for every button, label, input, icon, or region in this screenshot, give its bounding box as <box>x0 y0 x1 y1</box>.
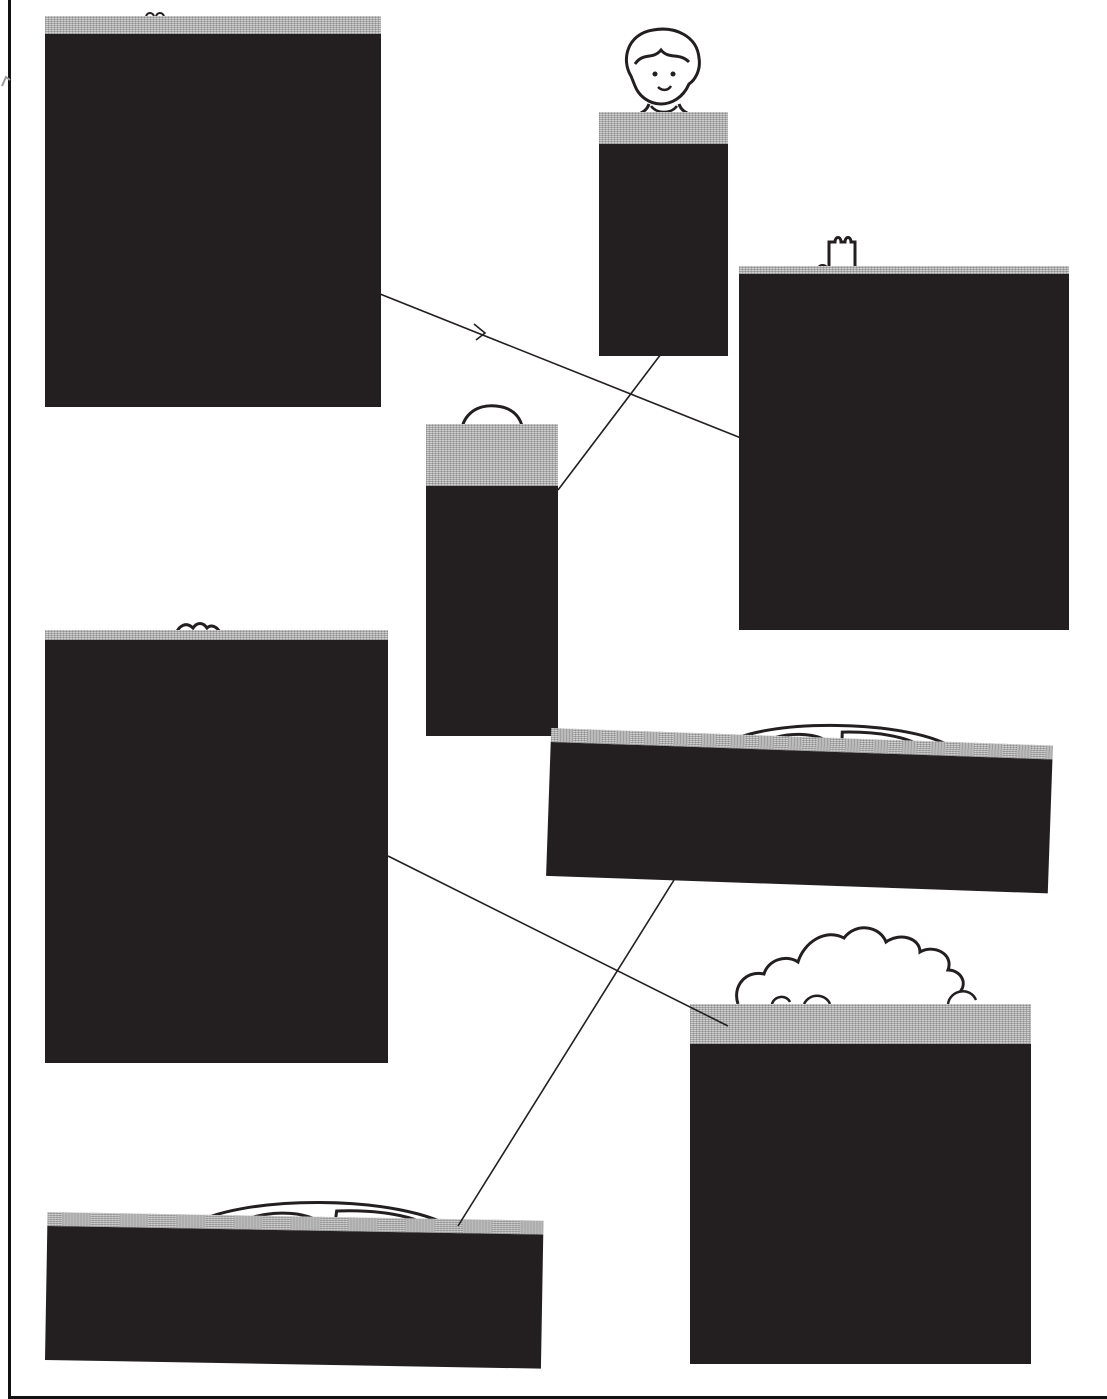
connection-line <box>458 880 674 1226</box>
connection-line <box>558 354 661 490</box>
connection-line <box>388 856 728 1026</box>
connection-line <box>380 294 741 438</box>
